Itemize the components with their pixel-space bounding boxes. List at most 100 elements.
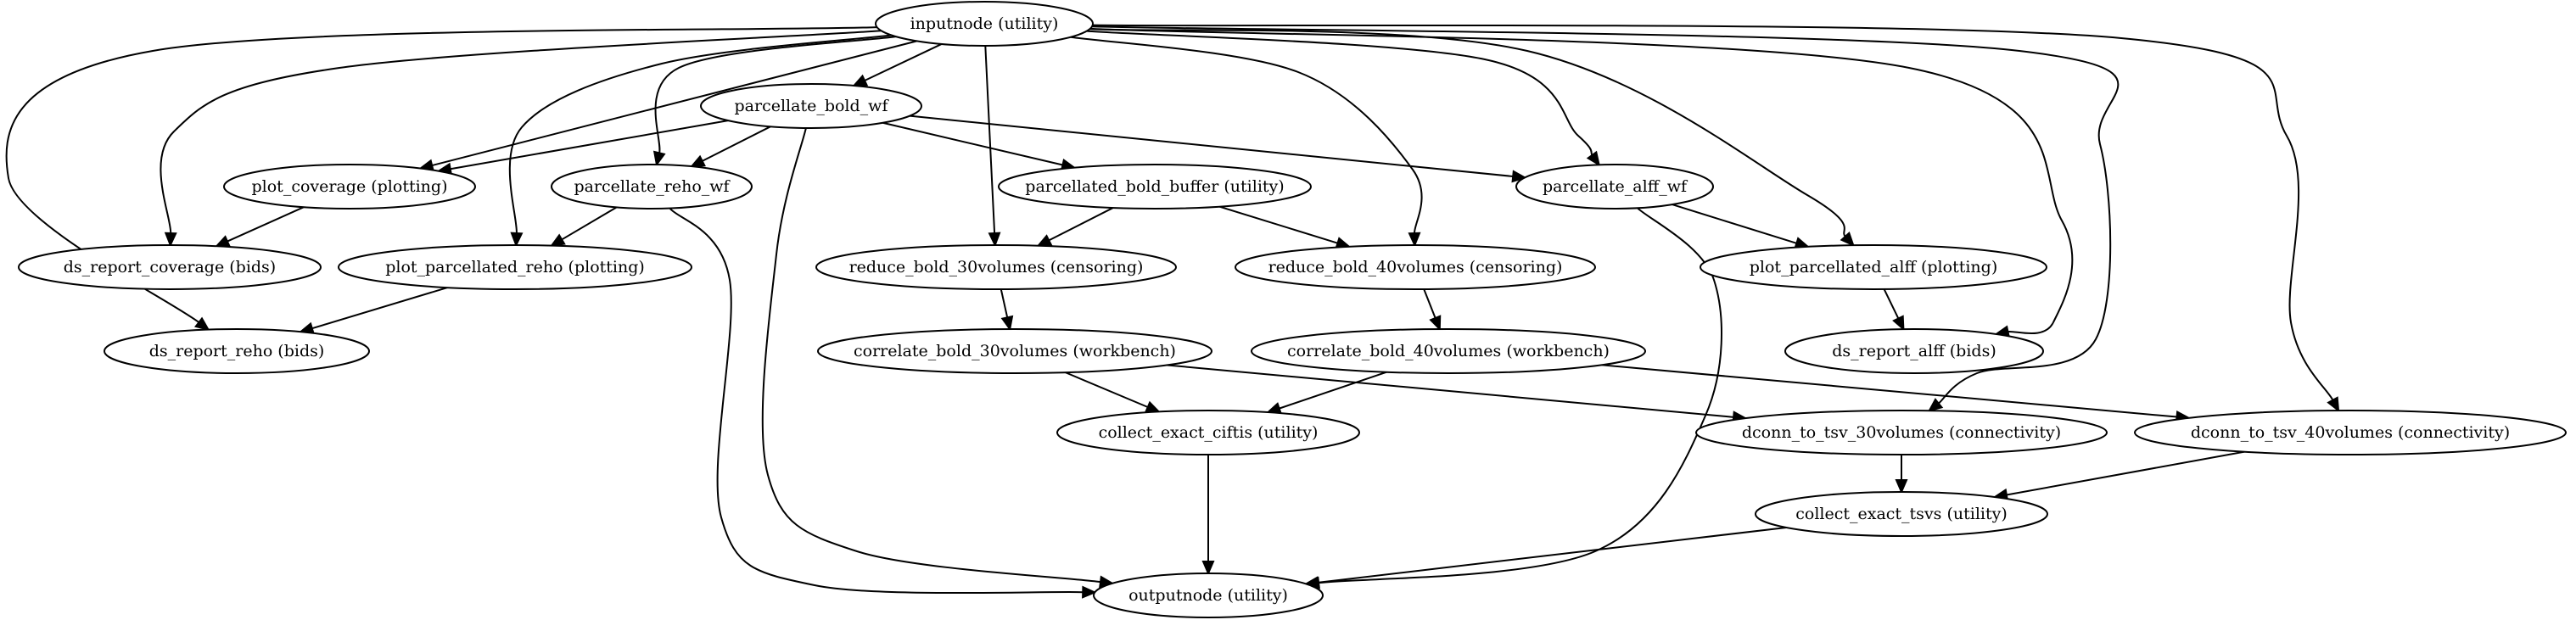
node-inputnode: inputnode (utility) bbox=[875, 1, 1094, 47]
edge-line bbox=[1048, 207, 1114, 242]
node-label: parcellate_alff_wf bbox=[1543, 177, 1688, 196]
edge-line bbox=[1089, 27, 2074, 335]
edge-reduce_bold_30volumes-to-correlate_bold_30volumes bbox=[1000, 288, 1014, 332]
edge-line bbox=[311, 287, 448, 330]
arrowhead bbox=[1895, 479, 1908, 494]
node-parcellated_bold_buffer: parcellated_bold_buffer (utility) bbox=[998, 164, 1312, 209]
node-plot_parcellated_reho: plot_parcellated_reho (plotting) bbox=[338, 244, 692, 290]
node-ds_report_coverage: ds_report_coverage (bids) bbox=[18, 244, 322, 290]
node-shape bbox=[1515, 164, 1714, 209]
node-outputnode: outputnode (utility) bbox=[1093, 573, 1324, 618]
node-shape bbox=[815, 244, 1177, 290]
edge-line bbox=[1086, 30, 1593, 156]
node-ds_report_reho: ds_report_reho (bids) bbox=[104, 328, 370, 374]
edge-line bbox=[1601, 364, 2177, 418]
edge-line bbox=[1091, 25, 2120, 405]
arrowhead bbox=[1000, 315, 1014, 332]
node-label: ds_report_reho (bids) bbox=[149, 342, 325, 360]
node-label: correlate_bold_30volumes (workbench) bbox=[854, 342, 1176, 360]
node-shape bbox=[2134, 410, 2567, 455]
edge-inputnode-to-dconn_to_tsv_30volumes bbox=[1091, 25, 2120, 412]
arrowhead bbox=[193, 316, 210, 332]
node-label: inputnode (utility) bbox=[910, 14, 1059, 33]
edge-line bbox=[1089, 28, 1846, 237]
edge-inputnode-to-ds_report_coverage bbox=[160, 30, 882, 248]
edge-line bbox=[910, 115, 1514, 177]
node-shape bbox=[1700, 244, 2047, 290]
node-shape bbox=[700, 83, 922, 129]
edge-line bbox=[1318, 526, 1787, 584]
node-shape bbox=[338, 244, 692, 290]
node-shape bbox=[1784, 328, 2044, 374]
arrowhead bbox=[1840, 232, 1856, 248]
node-shape bbox=[1695, 410, 2108, 455]
node-label: parcellated_bold_buffer (utility) bbox=[1025, 177, 1284, 196]
arrowhead bbox=[1511, 170, 1527, 183]
arrowhead bbox=[1429, 315, 1442, 332]
node-shape bbox=[1093, 573, 1324, 618]
graph-edges bbox=[5, 24, 2340, 599]
node-shape bbox=[223, 164, 476, 209]
node-shape bbox=[1235, 244, 1596, 290]
edge-line bbox=[1672, 204, 1797, 244]
edge-line bbox=[227, 206, 305, 243]
edge-line bbox=[1279, 371, 1387, 410]
node-reduce_bold_30volumes: reduce_bold_30volumes (censoring) bbox=[815, 244, 1177, 290]
node-parcellate_reho_wf: parcellate_reho_wf bbox=[551, 164, 753, 209]
arrowhead bbox=[652, 150, 666, 167]
node-shape bbox=[998, 164, 1312, 209]
edge-line bbox=[1000, 288, 1009, 318]
node-shape bbox=[1755, 491, 2048, 537]
arrowhead bbox=[1201, 561, 1215, 576]
edge-inputnode-to-reduce_bold_30volumes bbox=[984, 45, 1001, 248]
node-shape bbox=[875, 1, 1094, 47]
arrowhead bbox=[1082, 585, 1097, 599]
node-label: plot_parcellated_reho (plotting) bbox=[385, 258, 645, 276]
arrowhead bbox=[164, 232, 177, 248]
edge-line bbox=[1092, 24, 2334, 401]
node-shape bbox=[551, 164, 753, 209]
node-correlate_bold_40volumes: correlate_bold_40volumes (workbench) bbox=[1251, 328, 1646, 374]
arrowhead bbox=[689, 154, 706, 168]
node-shape bbox=[104, 328, 370, 374]
edge-parcellate_reho_wf-to-outputnode bbox=[669, 207, 1097, 599]
node-label: parcellate_bold_wf bbox=[735, 97, 890, 115]
node-reduce_bold_40volumes: reduce_bold_40volumes (censoring) bbox=[1235, 244, 1596, 290]
node-label: plot_parcellated_alff (plotting) bbox=[1750, 258, 1998, 276]
arrowhead bbox=[1586, 150, 1601, 167]
graph-nodes: inputnode (utility) parcellate_bold_wfplo… bbox=[18, 1, 2567, 618]
arrowhead bbox=[1927, 398, 1944, 412]
edge-line bbox=[702, 126, 771, 162]
arrowhead bbox=[988, 232, 1001, 248]
node-label: ds_report_alff (bids) bbox=[1832, 342, 1996, 360]
arrowhead bbox=[2327, 396, 2340, 413]
edge-parcellate_reho_wf-to-plot_parcellated_reho bbox=[549, 206, 618, 247]
arrowhead bbox=[510, 232, 524, 248]
node-label: parcellate_reho_wf bbox=[574, 177, 731, 196]
node-shape bbox=[817, 328, 1212, 374]
edge-line bbox=[1219, 205, 1338, 244]
edge-inputnode-to-ds_report_reho bbox=[5, 26, 877, 332]
node-shape bbox=[1251, 328, 1646, 374]
edge-line bbox=[654, 36, 896, 154]
edge-line bbox=[1065, 371, 1149, 408]
edge-line bbox=[984, 45, 996, 234]
edge-line bbox=[1070, 36, 1423, 234]
node-label: dconn_to_tsv_40volumes (connectivity) bbox=[2191, 423, 2510, 442]
node-label: correlate_bold_40volumes (workbench) bbox=[1287, 342, 1610, 360]
node-correlate_bold_30volumes: correlate_bold_30volumes (workbench) bbox=[817, 328, 1212, 374]
node-dconn_to_tsv_40volumes: dconn_to_tsv_40volumes (connectivity) bbox=[2134, 410, 2567, 455]
edge-line bbox=[561, 206, 618, 241]
edge-inputnode-to-plot_parcellated_reho bbox=[508, 34, 892, 248]
node-parcellate_alff_wf: parcellate_alff_wf bbox=[1515, 164, 1714, 209]
edge-line bbox=[5, 26, 877, 323]
edge-collect_exact_ciftis-to-outputnode bbox=[1201, 455, 1215, 576]
node-plot_parcellated_alff: plot_parcellated_alff (plotting) bbox=[1700, 244, 2047, 290]
edge-line bbox=[508, 34, 892, 234]
node-label: collect_exact_ciftis (utility) bbox=[1099, 423, 1319, 442]
node-label: reduce_bold_30volumes (censoring) bbox=[849, 258, 1144, 276]
node-shape bbox=[1056, 410, 1360, 455]
edge-line bbox=[882, 121, 1063, 166]
